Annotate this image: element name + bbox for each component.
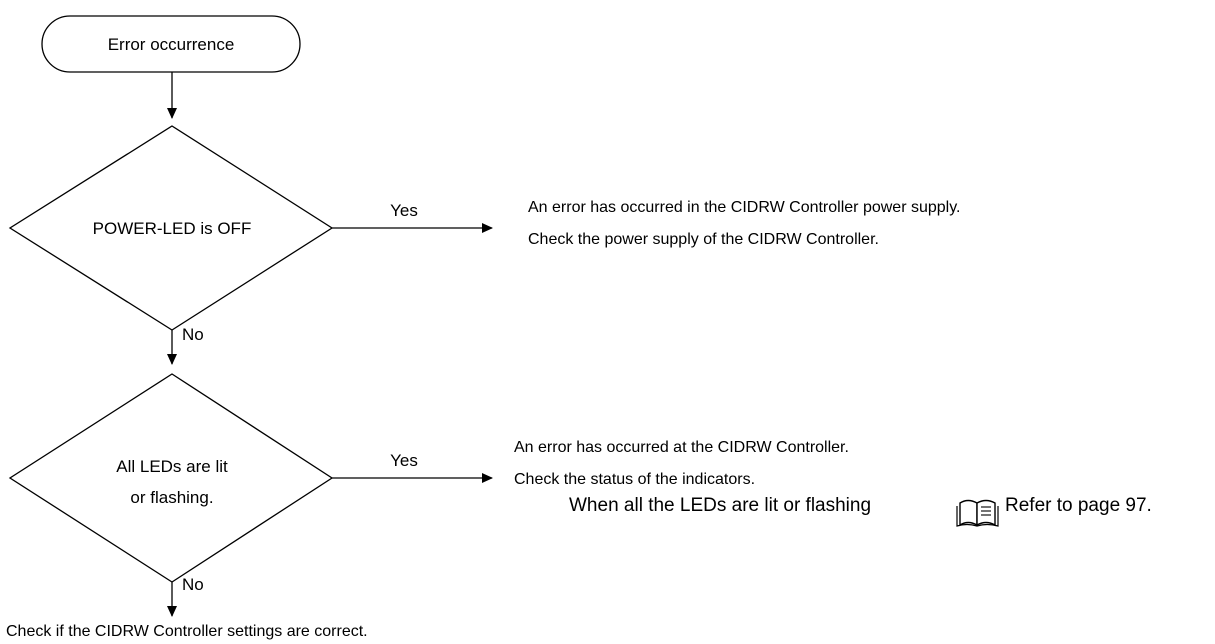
no-label-1: No — [182, 325, 204, 344]
result-2-line-2: Check the status of the indicators. — [514, 471, 756, 488]
yes-label-1: Yes — [390, 201, 418, 220]
result-2-ref: Refer to page 97. — [1005, 495, 1152, 516]
decision-all-leds-line1: All LEDs are lit — [116, 457, 228, 476]
book-icon — [956, 499, 999, 527]
result-2-line-1: An error has occurred at the CIDRW Contr… — [514, 439, 849, 456]
result-2-line-3: When all the LEDs are lit or flashing — [569, 495, 872, 516]
yes-label-2: Yes — [390, 451, 418, 470]
no-label-2: No — [182, 575, 204, 594]
decision-all-leds-line2: or flashing. — [130, 488, 213, 507]
start-terminator — [41, 15, 301, 73]
decision-power-led-label: POWER-LED is OFF — [93, 219, 252, 238]
start-label: Error occurrence — [108, 35, 235, 54]
result-1-line-1: An error has occurred in the CIDRW Contr… — [528, 199, 961, 216]
result-1-line-2: Check the power supply of the CIDRW Cont… — [528, 231, 879, 248]
end-result: Check if the CIDRW Controller settings a… — [6, 623, 368, 640]
decision-all-leds — [8, 373, 334, 583]
